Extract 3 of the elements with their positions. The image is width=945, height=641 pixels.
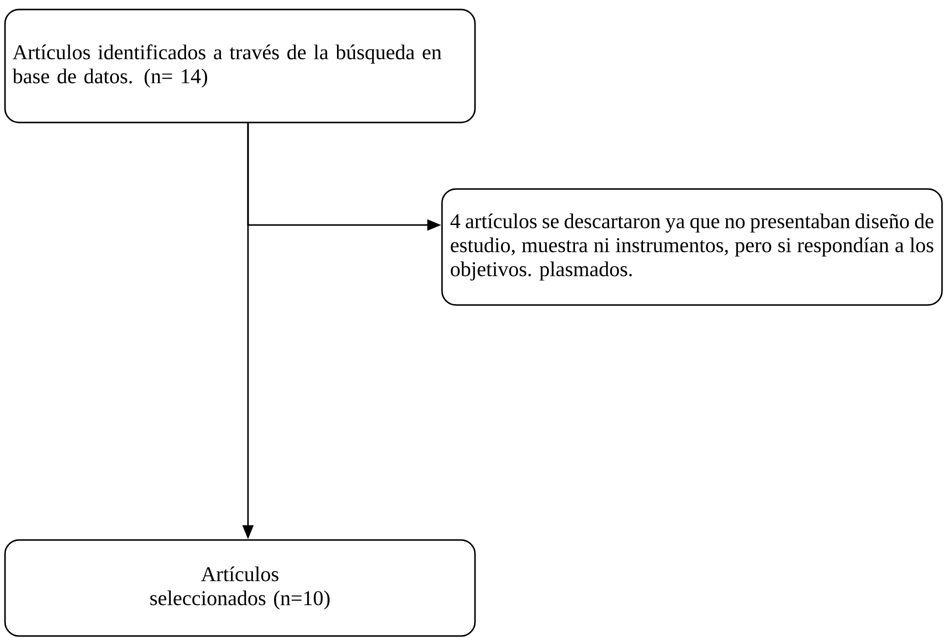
process-box: 4 artículos se descartaron ya que no presentaban diseño de estudio, muestra ni instrumentos, pero si respondían a los objetivos. plasmados. [441, 188, 943, 306]
process-box: Artículos identificados a través de la búsqueda en base de datos. (n= 14) [4, 8, 476, 124]
process-box: Artículos seleccionados (n=10) [4, 539, 476, 637]
